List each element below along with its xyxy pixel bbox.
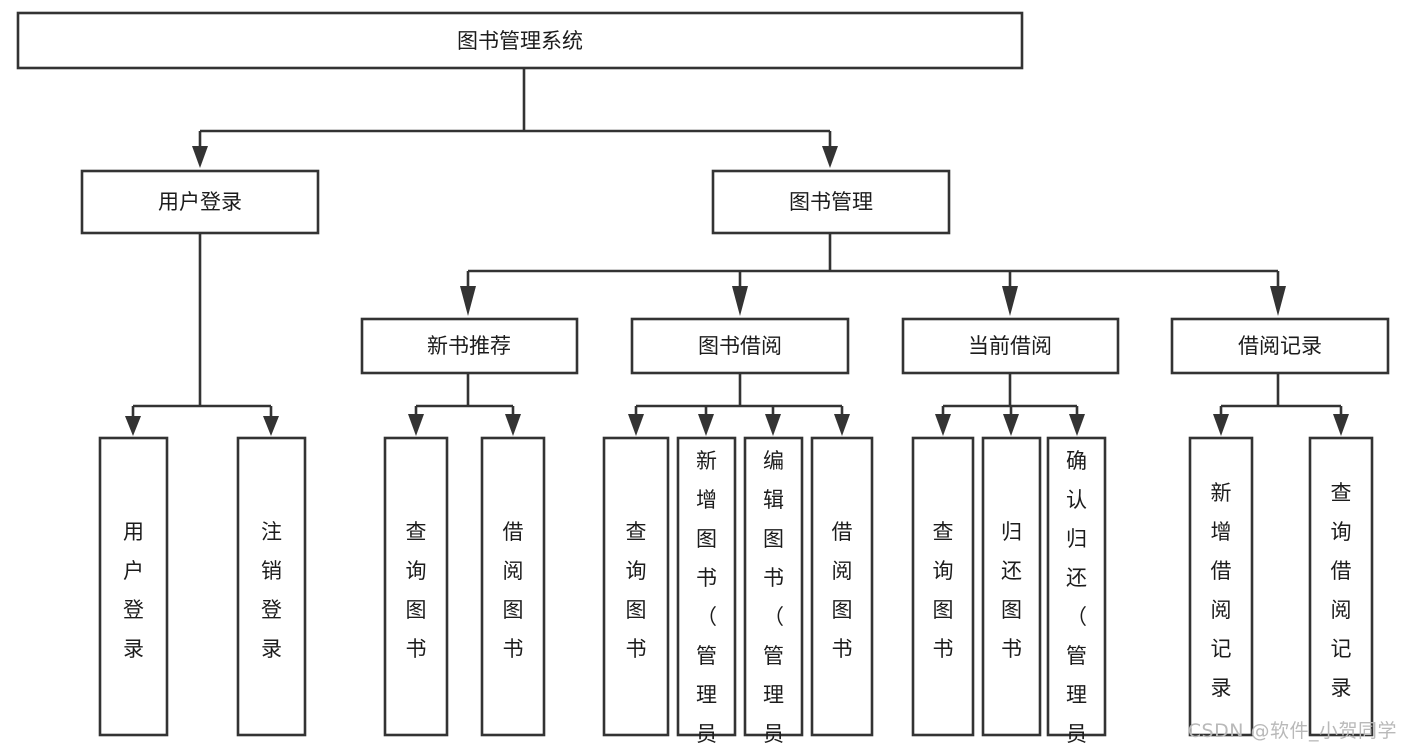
node-leaf-borrow-book-new[interactable]: 借阅图书: [480, 436, 546, 737]
node-leaf-query-book-new-box[interactable]: [383, 436, 449, 737]
arrowhead-current-borrow: [1002, 286, 1018, 316]
arrowhead-leaf-confirm-return-admin: [1069, 414, 1085, 436]
node-leaf-borrow-book[interactable]: 借阅图书: [810, 436, 874, 737]
node-user-login[interactable]: 用户登录: [80, 169, 320, 235]
node-leaf-query-borrow-record-label: 查询借阅记录: [1331, 481, 1352, 700]
node-new-book-recommend-box[interactable]: [360, 317, 579, 375]
node-leaf-logout-login-label: 注销登录: [261, 520, 282, 661]
node-leaf-borrow-book-new-label: 借阅图书: [503, 520, 524, 661]
node-leaf-borrow-book-new-box[interactable]: [480, 436, 546, 737]
arrowhead-leaf-logout-login: [263, 416, 279, 436]
node-leaf-query-book-current-label: 查询图书: [933, 520, 954, 661]
node-leaf-confirm-return-admin-box[interactable]: [1046, 436, 1107, 737]
arrowhead-user-login: [192, 146, 208, 168]
arrowhead-leaf-user-login: [125, 416, 141, 436]
node-leaf-add-book-admin[interactable]: 新增图书（管理员）: [676, 436, 737, 747]
node-root[interactable]: 图书管理系统: [16, 11, 1024, 70]
node-leaf-edit-book-admin-box[interactable]: [743, 436, 804, 737]
arrowhead-leaf-query-book-current: [935, 414, 951, 436]
node-borrow-records-label: 借阅记录: [1238, 334, 1322, 358]
node-leaf-query-borrow-record[interactable]: 查询借阅记录: [1308, 436, 1374, 737]
node-current-borrow[interactable]: 当前借阅: [901, 317, 1120, 375]
node-leaf-return-book-label: 归还图书: [1001, 520, 1022, 661]
node-leaf-user-login-box[interactable]: [98, 436, 169, 737]
node-new-book-recommend-label: 新书推荐: [427, 334, 511, 358]
node-leaf-user-login-label: 用户登录: [123, 520, 144, 661]
node-book-borrow[interactable]: 图书借阅: [630, 317, 850, 375]
node-leaf-query-book-borrow-label: 查询图书: [626, 520, 647, 661]
arrowhead-leaf-query-book-borrow: [628, 414, 644, 436]
arrowhead-book-management: [822, 146, 838, 168]
node-leaf-query-book-current[interactable]: 查询图书: [911, 436, 975, 737]
node-leaf-query-book-borrow-box[interactable]: [602, 436, 670, 737]
arrowhead-new-book-recommend: [460, 286, 476, 316]
arrowhead-leaf-edit-book-admin: [765, 414, 781, 436]
arrowhead-borrow-records: [1270, 286, 1286, 316]
node-leaf-add-borrow-record-box[interactable]: [1188, 436, 1254, 737]
arrowhead-leaf-query-borrow-record: [1333, 414, 1349, 436]
node-root-label: 图书管理系统: [457, 29, 583, 53]
node-leaf-return-book[interactable]: 归还图书: [981, 436, 1042, 737]
node-leaf-edit-book-admin-label: 编辑图书（管理员）: [763, 449, 784, 747]
node-book-management-label: 图书管理: [789, 190, 873, 214]
arrowhead-leaf-query-book-new: [408, 414, 424, 436]
node-borrow-records-box[interactable]: [1170, 317, 1390, 375]
arrowhead-book-borrow: [732, 286, 748, 316]
node-leaf-query-book-new-label: 查询图书: [406, 520, 427, 661]
node-current-borrow-label: 当前借阅: [968, 334, 1052, 358]
node-book-borrow-label: 图书借阅: [698, 334, 782, 358]
connector-layer: [125, 68, 1349, 436]
node-book-management-box[interactable]: [711, 169, 951, 235]
node-leaf-user-login[interactable]: 用户登录: [98, 436, 169, 737]
node-leaf-add-borrow-record[interactable]: 新增借阅记录: [1188, 436, 1254, 737]
arrowhead-leaf-borrow-book-new: [505, 414, 521, 436]
node-leaf-return-book-box[interactable]: [981, 436, 1042, 737]
node-leaf-logout-login[interactable]: 注销登录: [236, 436, 307, 737]
node-book-borrow-box[interactable]: [630, 317, 850, 375]
node-user-login-label: 用户登录: [158, 190, 242, 214]
node-book-management[interactable]: 图书管理: [711, 169, 951, 235]
node-leaf-logout-login-box[interactable]: [236, 436, 307, 737]
node-leaf-edit-book-admin[interactable]: 编辑图书（管理员）: [743, 436, 804, 747]
arrowhead-leaf-return-book: [1003, 414, 1019, 436]
node-leaf-confirm-return-admin[interactable]: 确认归还（管理员）: [1046, 436, 1107, 747]
node-root-box[interactable]: [16, 11, 1024, 70]
vertical-paren-glyph: （: [763, 605, 784, 629]
vertical-paren-glyph: （: [1066, 605, 1087, 629]
node-leaf-query-book-borrow[interactable]: 查询图书: [602, 436, 670, 737]
arrowhead-leaf-add-book-admin: [698, 414, 714, 436]
vertical-paren-glyph: （: [696, 605, 717, 629]
node-leaf-borrow-book-box[interactable]: [810, 436, 874, 737]
node-leaf-confirm-return-admin-label: 确认归还（管理员）: [1066, 449, 1087, 747]
node-user-login-box[interactable]: [80, 169, 320, 235]
arrowhead-leaf-borrow-book: [834, 414, 850, 436]
node-new-book-recommend[interactable]: 新书推荐: [360, 317, 579, 375]
node-leaf-add-borrow-record-label: 新增借阅记录: [1211, 481, 1232, 700]
node-leaf-borrow-book-label: 借阅图书: [832, 520, 853, 661]
node-leaf-query-borrow-record-box[interactable]: [1308, 436, 1374, 737]
node-leaf-query-book-current-box[interactable]: [911, 436, 975, 737]
node-borrow-records[interactable]: 借阅记录: [1170, 317, 1390, 375]
node-leaf-add-book-admin-box[interactable]: [676, 436, 737, 737]
arrowhead-leaf-add-borrow-record: [1213, 414, 1229, 436]
leaf-layer: 用户登录 注销登录 查询图书 借阅图书 查询图书 新增图书（管理员） 编辑图书（管理员） 借阅…: [98, 436, 1374, 747]
node-leaf-query-book-new[interactable]: 查询图书: [383, 436, 449, 737]
node-current-borrow-box[interactable]: [901, 317, 1120, 375]
node-leaf-add-book-admin-label: 新增图书（管理员）: [696, 449, 717, 747]
